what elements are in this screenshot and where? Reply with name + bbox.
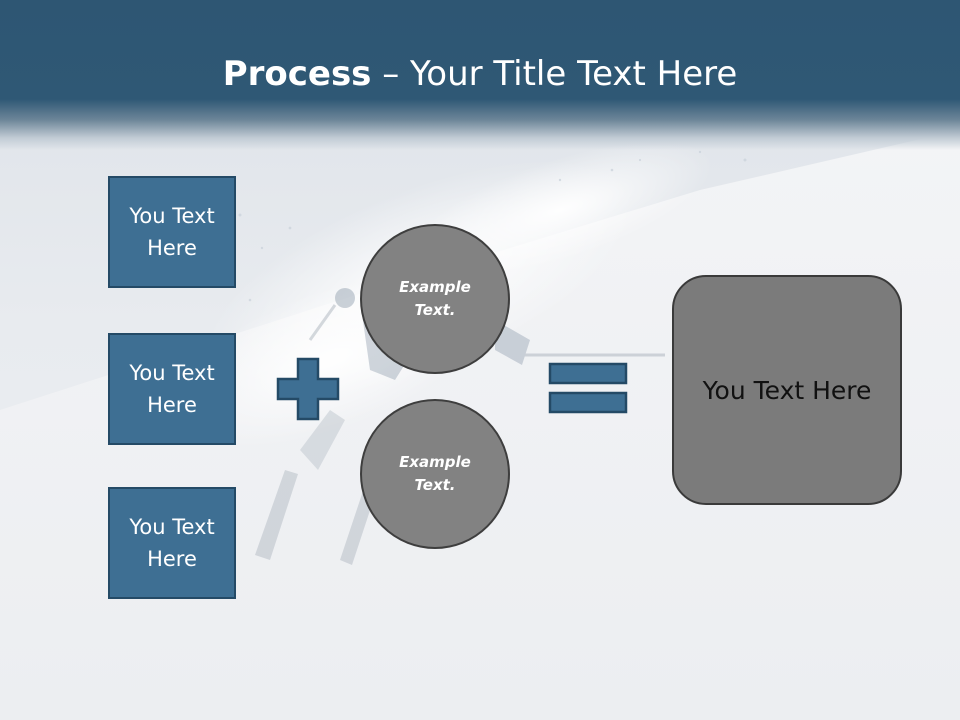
result-box[interactable]: You Text Here xyxy=(672,275,902,505)
example-circle-1[interactable]: Example Text. xyxy=(360,224,510,374)
plus-icon xyxy=(276,357,340,421)
input-box-2[interactable]: You Text Here xyxy=(108,333,236,445)
slide-title: Process – Your Title Text Here xyxy=(0,52,960,96)
input-box-label: You Text Here xyxy=(129,515,215,571)
example-circle-label: Example Text. xyxy=(399,278,471,319)
example-circle-2[interactable]: Example Text. xyxy=(360,399,510,549)
result-label: You Text Here xyxy=(702,375,872,405)
input-box-1[interactable]: You Text Here xyxy=(108,176,236,288)
input-box-label: You Text Here xyxy=(129,204,215,260)
example-circle-label: Example Text. xyxy=(399,453,471,494)
input-box-label: You Text Here xyxy=(129,361,215,417)
title-bar: Process – Your Title Text Here xyxy=(0,0,960,150)
title-strong: Process xyxy=(222,54,372,94)
equals-icon xyxy=(548,362,628,414)
input-box-3[interactable]: You Text Here xyxy=(108,487,236,599)
title-rest: – Your Title Text Here xyxy=(371,54,738,94)
